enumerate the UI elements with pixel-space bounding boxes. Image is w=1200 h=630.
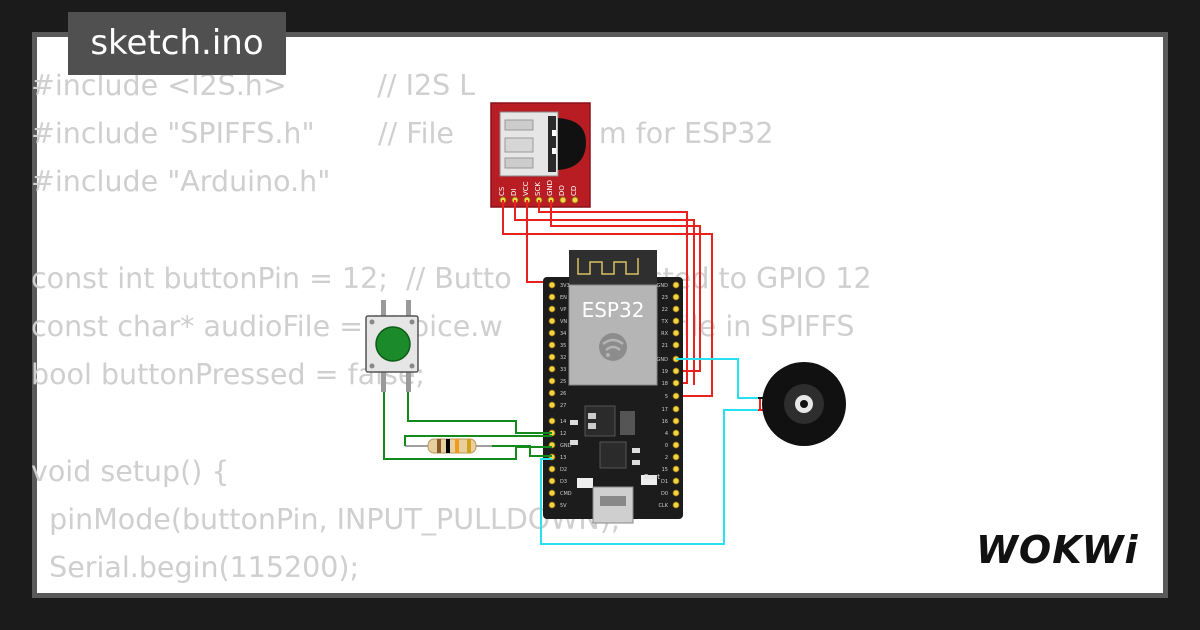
esp32-left-pin-label: 35: [560, 343, 566, 349]
esp32-right-pin-label: 23: [662, 295, 668, 301]
esp32-left-pin-label: 12: [560, 431, 566, 437]
esp32-board[interactable]: ESP32 Boot: [543, 250, 683, 524]
green-wires: [383, 392, 552, 460]
esp32-left-pin-label: 13: [560, 455, 566, 461]
esp32-right-pin-label: D1: [661, 479, 668, 485]
file-name-tab[interactable]: sketch.ino: [68, 12, 286, 75]
sd-pin-label-do: DO: [558, 185, 566, 196]
esp32-left-pin-label: D3: [560, 479, 567, 485]
sd-pin-label-vcc: VCC: [522, 181, 530, 196]
esp32-right-pin-label: TX: [661, 319, 669, 325]
sd-pin-label-gnd: GND: [546, 180, 554, 196]
sd-pin-label-sck: SCK: [534, 182, 542, 196]
sd-pin-label-di: DI: [510, 189, 518, 196]
esp32-pin-labels: 3V3 EN VP VN 34 35 32 33 25 26 27 14 12 …: [560, 283, 669, 509]
esp32-left-pin-label: 27: [560, 403, 566, 409]
sd-pin-labels: CS DI VCC SCK GND DO CD: [498, 180, 578, 196]
esp32-left-pin-label: GND: [560, 443, 572, 449]
esp32-left-pin-label: 14: [560, 419, 566, 425]
esp32-right-pin-label: 2: [665, 455, 668, 461]
esp32-right-pin-label: 18: [662, 381, 668, 387]
code-line: const char* audioFile = "/voice.w udio f…: [31, 309, 855, 343]
esp32-left-pin-label: 3V3: [560, 283, 570, 289]
esp32-right-pin-label: 0: [665, 443, 668, 449]
pushbutton-cap[interactable]: [375, 326, 411, 362]
esp32-left-pin-label: EN: [560, 295, 567, 301]
sd-pin-label-cs: CS: [498, 186, 506, 196]
esp32-right-pin-label: 22: [662, 307, 668, 313]
esp32-left-pin-label: 34: [560, 331, 566, 337]
esp32-right-pin-label: GND: [657, 283, 669, 289]
esp32-left-pin-label: CMD: [560, 491, 572, 497]
espressif-logo-icon: [599, 333, 627, 361]
code-line: #include "SPIFFS.h" // File m for ESP32: [31, 117, 774, 151]
code-line: Serial.begin(115200);: [31, 550, 360, 584]
esp32-right-pin-label: 16: [662, 419, 668, 425]
esp32-left-pin-label: D2: [560, 467, 567, 473]
esp32-right-pin-label: 4: [665, 431, 668, 437]
sd-pin-label-cd: CD: [570, 186, 578, 196]
code-line: void setup() {: [31, 454, 230, 488]
code-line: #include "Arduino.h": [31, 165, 331, 199]
esp32-left-pin-label: VN: [560, 319, 567, 325]
resistor: [405, 438, 492, 454]
boot-label: Boot: [644, 473, 660, 481]
wokwi-logo: WOKWi: [976, 528, 1139, 572]
esp32-left-pin-label: 33: [560, 367, 566, 373]
esp32-right-pin-label: GND: [657, 357, 669, 363]
esp32-left-pin-label: 25: [560, 379, 566, 385]
esp32-left-pin-label: VP: [560, 307, 566, 313]
pushbutton[interactable]: [365, 300, 419, 392]
esp32-left-pin-label: 32: [560, 355, 566, 361]
buzzer[interactable]: [758, 362, 846, 446]
esp32-right-pin-label: 19: [662, 369, 668, 375]
cyan-wires: [540, 358, 768, 545]
esp32-right-pin-label: 21: [662, 343, 668, 349]
esp32-right-pin-label: D0: [661, 491, 668, 497]
esp32-right-pin-label: 5: [665, 394, 668, 400]
esp32-right-pin-label: CLK: [658, 503, 668, 509]
esp32-right-pin-label: RX: [661, 331, 668, 337]
esp32-label: ESP32: [582, 298, 645, 322]
esp32-right-pin-label: 17: [662, 407, 668, 413]
sd-card-module[interactable]: CS DI VCC SCK GND DO CD: [490, 102, 591, 208]
esp32-left-pin-label: 26: [560, 391, 566, 397]
esp32-left-pin-label: 5V: [560, 503, 567, 509]
esp32-right-pin-label: 15: [662, 467, 668, 473]
